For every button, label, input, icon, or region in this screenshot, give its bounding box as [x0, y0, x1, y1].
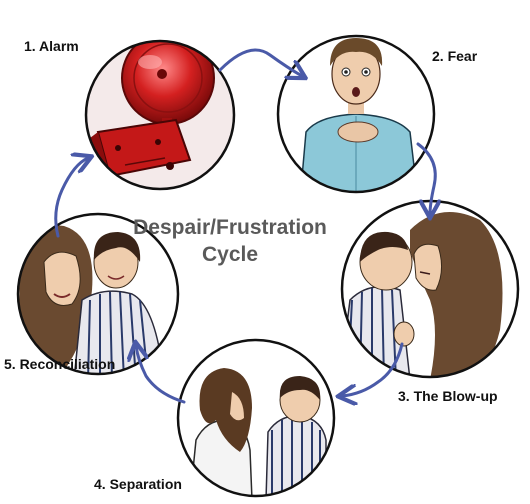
- title-line-2: Cycle: [201, 243, 259, 266]
- arrow-fear-to-blow-up: [416, 142, 435, 214]
- diagram-title: Despair/Frustration Cycle: [120, 214, 340, 268]
- alarm-bell-icon: [86, 41, 234, 189]
- arrow-blow-up-to-separation: [342, 342, 404, 396]
- cycle-arrows: [54, 48, 436, 404]
- arrow-reconciliation-to-alarm: [54, 158, 88, 238]
- arrow-alarm-to-fear: [218, 48, 302, 76]
- stage-5-reconciliation: [16, 212, 180, 376]
- stage-label-blow-up: 3. The Blow-up: [398, 388, 498, 404]
- stage-label-alarm: 1. Alarm: [24, 38, 79, 54]
- stage-2-fear: [276, 34, 436, 194]
- stage-1-alarm: [84, 39, 236, 191]
- stage-label-fear: 2. Fear: [432, 48, 478, 64]
- mother-and-son-back-to-back-icon: [178, 340, 334, 496]
- stage-label-reconciliation: 5. Reconciliation: [4, 356, 116, 372]
- stage-label-separation: 4. Separation: [94, 476, 182, 492]
- mother-and-son-arguing-icon: [342, 201, 518, 377]
- frightened-boy-icon: [278, 36, 434, 192]
- stage-4-separation: [176, 338, 336, 498]
- stage-3-blow-up: [340, 199, 520, 379]
- arrow-separation-to-reconciliation: [136, 346, 186, 404]
- title-line-1: Despair/Frustration: [133, 216, 327, 239]
